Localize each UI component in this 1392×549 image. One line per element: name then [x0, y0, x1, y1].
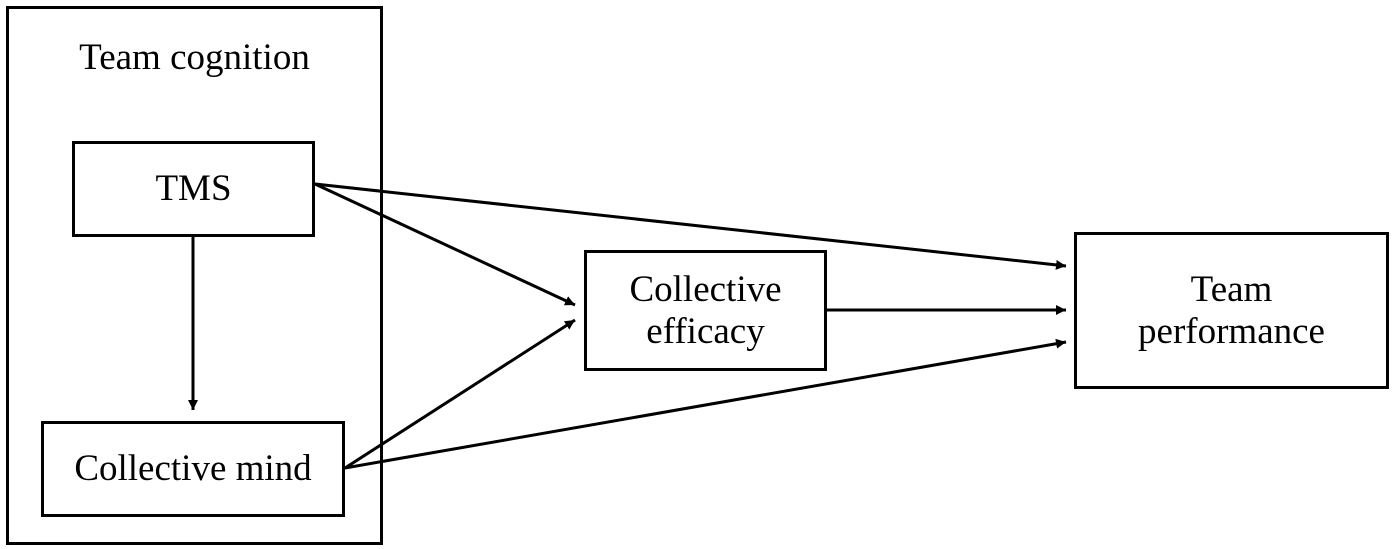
- team-cognition-group-title: Team cognition: [79, 37, 310, 78]
- collective-mind-node: Collective mind: [41, 421, 345, 517]
- collective-efficacy-label-line2: efficacy: [646, 310, 765, 352]
- collective-efficacy-label-line1: Collective: [629, 268, 782, 310]
- team-performance-label-line1: Team: [1190, 268, 1273, 310]
- tms-node: TMS: [72, 141, 315, 237]
- arrow-collective-mind-to-team-performance: [344, 338, 1067, 470]
- arrow-collective-mind-to-collective-efficacy: [344, 318, 576, 470]
- arrow-tms-to-collective-efficacy: [314, 182, 576, 307]
- team-performance-node: Team performance: [1074, 232, 1389, 389]
- tms-node-label: TMS: [155, 168, 232, 209]
- collective-efficacy-node: Collective efficacy: [584, 250, 827, 371]
- collective-mind-node-label: Collective mind: [74, 448, 312, 489]
- team-performance-label-line2: performance: [1138, 310, 1325, 352]
- team-cognition-group-box: [6, 6, 383, 545]
- edge-group: [188, 182, 1067, 470]
- arrow-tms-to-team-performance: [314, 182, 1067, 270]
